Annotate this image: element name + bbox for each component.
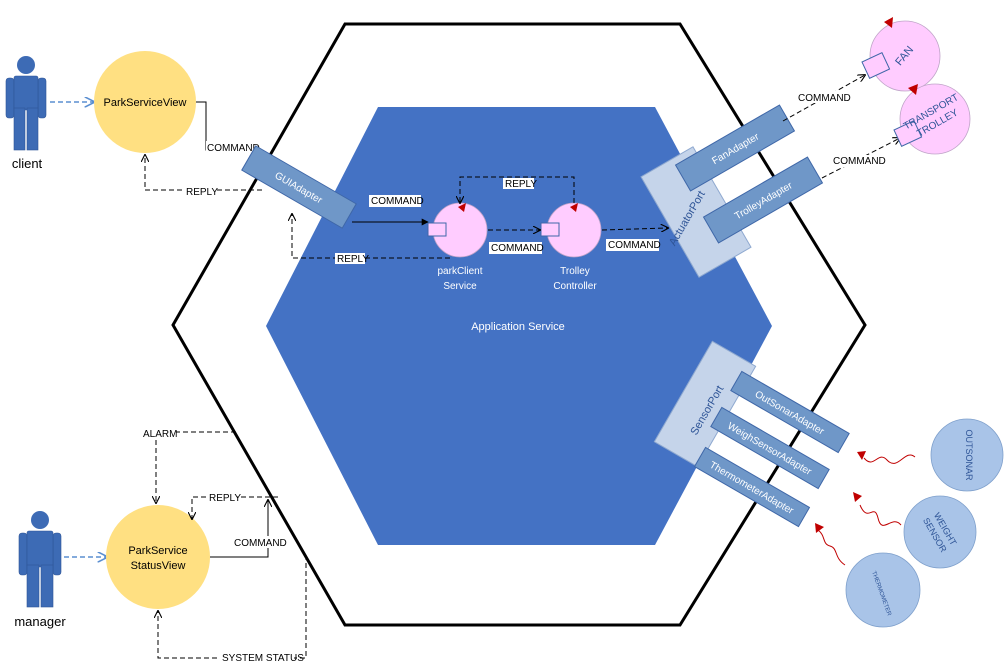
marker-triangle-icon [570, 203, 578, 212]
client-actor: client [5, 56, 47, 171]
svg-text:REPLY: REPLY [337, 254, 369, 265]
label-command-trolley: COMMAND [489, 242, 544, 254]
svg-text:Trolley: Trolley [560, 266, 590, 277]
svg-text:REPLY: REPLY [209, 493, 241, 504]
label-command-view: COMMAND [206, 141, 260, 154]
label-reply-status: REPLY [207, 492, 241, 504]
svg-text:OUTSONAR: OUTSONAR [964, 429, 974, 481]
outsonar-device: OUTSONAR [930, 418, 1004, 492]
client-label: client [12, 156, 43, 171]
person-icon [18, 511, 62, 608]
label-command-fan: COMMAND [796, 91, 851, 104]
park-service-status-view: ParkService StatusView [106, 505, 210, 609]
fan-device: FAN [861, 17, 941, 92]
svg-text:ParkService: ParkService [128, 545, 187, 557]
svg-text:COMMAND: COMMAND [207, 143, 260, 154]
status-command-arrow [210, 500, 268, 558]
weight-signal-icon [853, 492, 902, 526]
weight-sensor-device: WEIGHT SENSOR [903, 495, 977, 569]
svg-text:REPLY: REPLY [505, 179, 537, 190]
svg-text:parkClient: parkClient [437, 266, 482, 277]
marker-triangle-icon [458, 203, 466, 212]
status-reply-arrow [192, 496, 278, 519]
label-reply-gui: REPLY [335, 253, 369, 265]
svg-text:COMMAND: COMMAND [833, 156, 886, 167]
park-client-service: parkClient Service [427, 202, 488, 292]
trolley-controller: Trolley Controller [540, 202, 602, 292]
svg-text:COMMAND: COMMAND [371, 196, 424, 207]
actuator-port [640, 146, 752, 278]
label-command-status: COMMAND [232, 536, 287, 549]
svg-text:COMMAND: COMMAND [608, 240, 661, 251]
label-command-gui: COMMAND [369, 195, 424, 207]
park-service-view: ParkServiceView [94, 51, 196, 153]
svg-text:Service: Service [443, 281, 477, 292]
label-system-status: SYSTEM STATUS [218, 652, 304, 664]
application-core-hexagon [266, 107, 772, 545]
svg-text:REPLY: REPLY [186, 187, 218, 198]
transport-trolley-device: TRANSPORT TROLLEY [893, 83, 971, 155]
label-reply-view: REPLY [184, 186, 218, 198]
gui-to-view-reply [145, 155, 262, 191]
marker-triangle-icon [908, 84, 918, 95]
svg-text:COMMAND: COMMAND [491, 243, 544, 254]
trolley-to-parkclient-reply [460, 176, 575, 203]
label-command-actuator: COMMAND [606, 239, 661, 251]
svg-text:ParkServiceView: ParkServiceView [104, 97, 187, 109]
svg-text:COMMAND: COMMAND [234, 538, 287, 549]
thermometer-device: THERMOMETER [845, 552, 921, 628]
marker-triangle-icon [884, 17, 893, 28]
thermometer-signal-icon [815, 523, 846, 566]
svg-text:ALARM: ALARM [143, 429, 177, 440]
manager-actor: manager [14, 511, 66, 629]
svg-text:StatusView: StatusView [131, 560, 186, 572]
trolley-to-actuator-command [601, 228, 668, 230]
label-alarm: ALARM [142, 428, 177, 440]
person-icon [5, 56, 47, 151]
label-reply-trolley: REPLY [503, 178, 537, 190]
core-label: Application Service [471, 321, 565, 333]
parkclient-to-gui-reply [292, 214, 450, 259]
sonar-signal-icon [857, 451, 916, 464]
svg-text:COMMAND: COMMAND [798, 93, 851, 104]
label-command-transport: COMMAND [831, 155, 886, 167]
svg-text:Controller: Controller [553, 281, 597, 292]
manager-label: manager [14, 614, 66, 629]
svg-text:SYSTEM STATUS: SYSTEM STATUS [222, 653, 304, 664]
